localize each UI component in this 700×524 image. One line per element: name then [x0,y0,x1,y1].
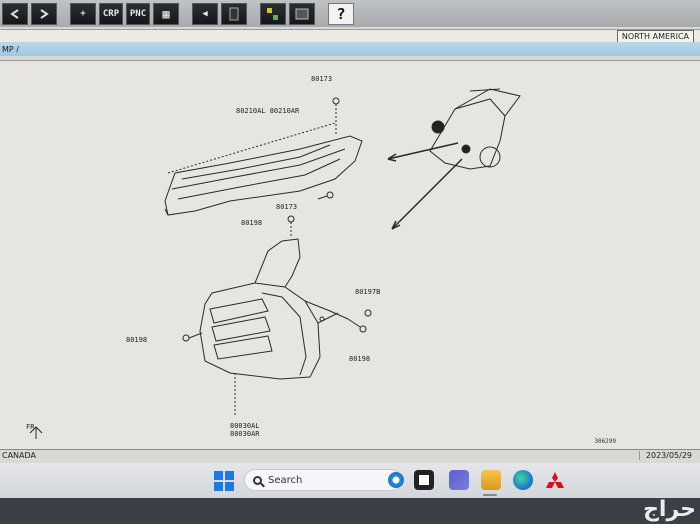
monitor-bezel: حراج [0,497,700,524]
taskbar-search[interactable]: Search [244,469,402,491]
status-date: 2023/05/29 [638,451,692,460]
windows-icon [214,471,223,480]
diagram-drawing [29,88,521,439]
toolbar: + CRP PNC ▦ ◀ ? [0,0,700,27]
breadcrumb: MP / [0,42,700,56]
status-country: CANADA [2,451,37,460]
taskbar: Search [0,463,700,498]
front-indicator: FR [26,423,35,431]
screw-80173-mid [326,191,334,199]
help-button[interactable]: ? [328,2,354,25]
page-button[interactable] [221,2,247,25]
mitsubishi-app-icon[interactable] [545,470,565,490]
arrow-left-icon [10,8,19,19]
label-80030: 80030AL 80030AR [230,422,260,438]
crp-button[interactable]: CRP [99,2,123,25]
label-80198-left: 80198 [126,336,148,344]
search-placeholder: Search [268,474,303,486]
parts-diagram[interactable]: 80173 80210AL 80210AR 80173 80198 80197B… [0,60,700,449]
vehicle-sketch [429,88,521,170]
arrow-right-icon [40,8,49,19]
edge-icon[interactable] [513,470,533,490]
label-80173-top: 80173 [311,75,333,83]
mitsubishi-logo-icon [546,472,564,488]
screw-80173-top [332,97,340,105]
clip-80197b [364,309,372,317]
illustration-ref: 306299 [594,438,616,445]
watermark: حراج [643,497,696,522]
teams-icon[interactable] [449,470,469,490]
add-button[interactable]: + [70,2,96,25]
desktop-app-icon[interactable] [414,470,434,490]
screw-80198-right [359,325,367,333]
back-button[interactable] [2,2,28,25]
image-icon [295,8,309,19]
page-icon [229,7,239,20]
pnc-button[interactable]: PNC [126,2,150,25]
screw-80198-top [287,215,295,223]
label-80210: 80210AL 80210AR [236,107,300,115]
label-80198-right: 80198 [349,355,371,363]
label-80198-top: 80198 [241,219,263,227]
prev-button[interactable]: ◀ [192,2,218,25]
status-bar: CANADA 2023/05/29 [0,449,700,464]
parts-button[interactable] [260,2,286,25]
screw-80198-left [182,334,190,342]
label-80173-mid: 80173 [276,203,298,211]
headlamp-upper [164,135,363,216]
bing-icon[interactable] [388,472,404,488]
file-explorer-icon[interactable] [481,470,501,490]
active-app-indicator [483,494,497,496]
breadcrumb-text: MP / [2,44,19,54]
forward-button[interactable] [31,2,57,25]
start-button[interactable] [214,471,234,491]
search-icon [253,475,262,485]
label-80197b: 80197B [355,288,381,296]
parts-icon [267,7,278,20]
grid-button[interactable]: ▦ [153,2,179,25]
image-button[interactable] [289,2,315,25]
